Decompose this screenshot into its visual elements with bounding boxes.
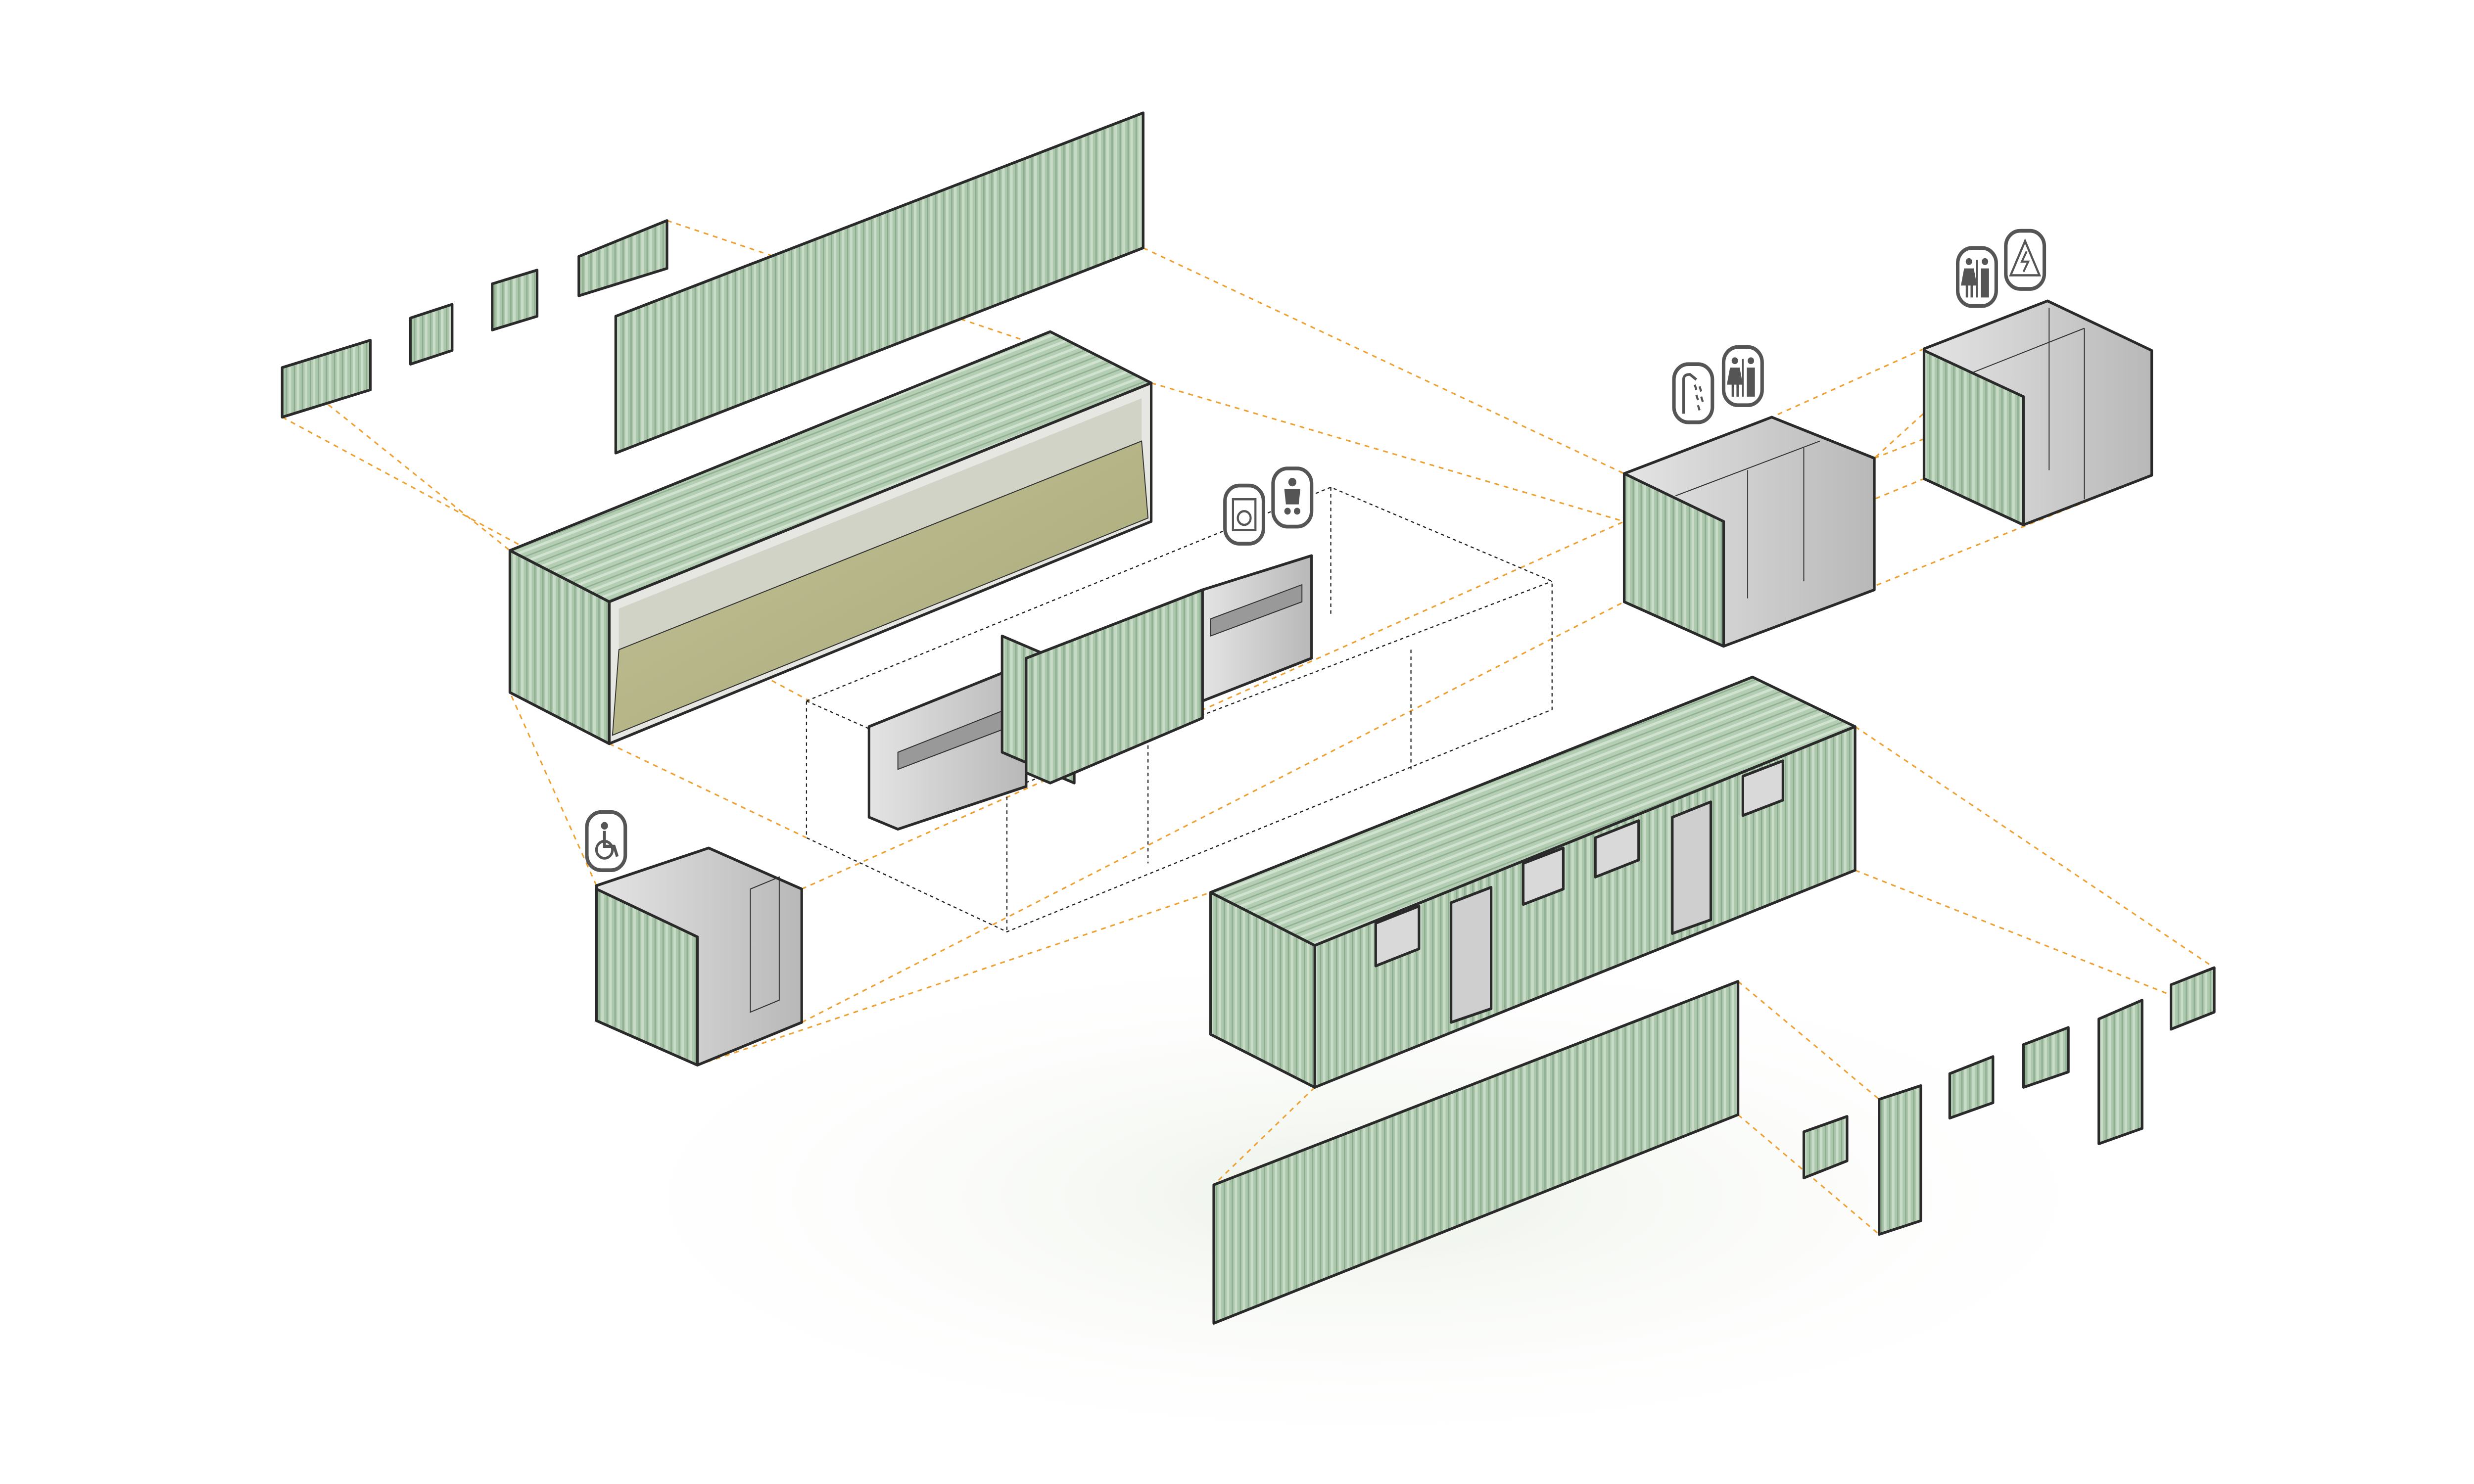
toilet-icon [1956, 246, 1998, 308]
long-side-panel-top [614, 111, 1145, 455]
container-end-wall [508, 549, 611, 745]
window [1594, 819, 1640, 879]
container-end-wall [1209, 891, 1316, 1089]
long-side-panel-bottom [1212, 980, 1740, 1325]
accessible-module [595, 846, 803, 1067]
window [1741, 759, 1784, 817]
wall-panel [2169, 966, 2216, 1031]
wall-panels-lower-right [1802, 966, 2216, 1236]
wall-panel [409, 303, 454, 366]
door [750, 876, 780, 1013]
washing-machine-icon [1223, 483, 1266, 546]
wall-panels-upper-left [281, 219, 668, 419]
electrical-hazard-icon [2004, 229, 2046, 291]
door [1450, 886, 1493, 1024]
wall-panel [2022, 1026, 2070, 1089]
toilet-icon [1721, 345, 1764, 407]
baby-changing-icon [1271, 466, 1314, 529]
wall-panel [1802, 1115, 1849, 1180]
wheelchair-icon [585, 810, 627, 873]
sanitary-core-outline [806, 486, 1553, 932]
closed-container [1209, 675, 1856, 1089]
sink-basin [1210, 584, 1303, 637]
window [1374, 905, 1421, 968]
container-back-wall [618, 398, 1142, 650]
wall-panel [281, 339, 372, 419]
open-container [508, 330, 1153, 745]
partition-panel [1025, 588, 1204, 785]
shower-icon [1672, 362, 1714, 424]
wall-panel [491, 269, 539, 331]
door [1671, 800, 1713, 935]
wall-panel [577, 219, 668, 297]
window [1522, 846, 1565, 906]
wall-panel [1948, 1055, 1995, 1120]
wall-panel [1878, 1084, 1922, 1236]
shower-module [1622, 416, 1876, 648]
wood-floor [612, 440, 1149, 736]
wall-panel [2097, 999, 2143, 1145]
wc-module [1922, 299, 2153, 526]
